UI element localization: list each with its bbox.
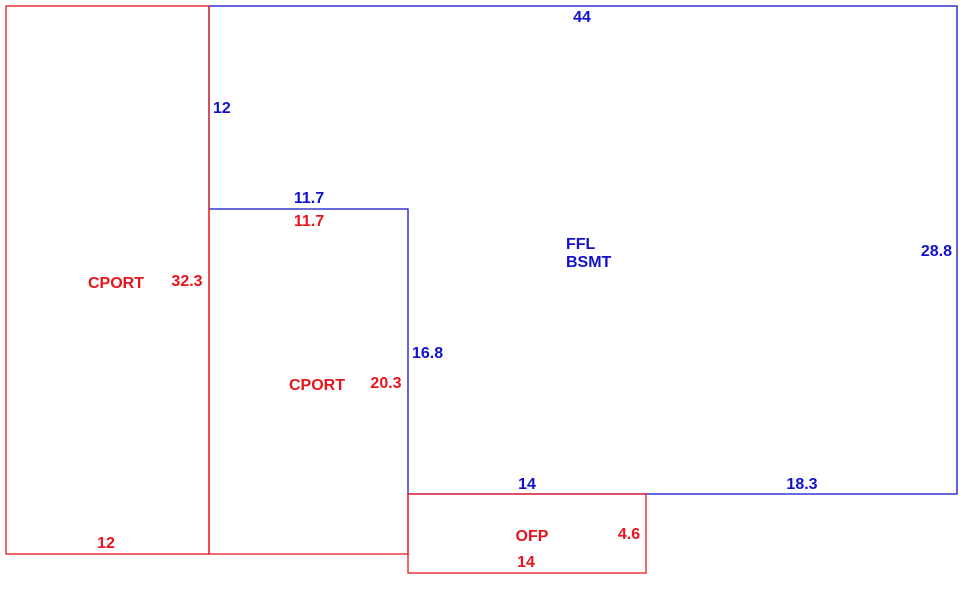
house-bottom-right-dimension: 18.3: [786, 476, 817, 493]
carport-left-name: CPORT: [88, 275, 144, 292]
carport-inner-height-dimension: 20.3: [370, 375, 401, 392]
house-inner-left-dimension: 16.8: [412, 345, 443, 362]
porch-depth-dimension: 4.6: [618, 526, 640, 543]
house-name-line1: FFL: [566, 236, 596, 253]
carport-left-bottom-dimension: 12: [97, 535, 115, 552]
house-left-upper-dimension: 12: [213, 100, 231, 117]
porch-outline: [407, 493, 647, 574]
house-inner-top-dimension: 11.7: [294, 190, 324, 207]
carport-inner-name: CPORT: [289, 377, 345, 394]
house-name-line2: BSMT: [566, 254, 612, 271]
house-bottom-left-dimension: 14: [518, 476, 536, 493]
house-right-dimension: 28.8: [921, 243, 952, 260]
house-top-dimension: 44: [573, 9, 591, 26]
carport-left-height-dimension: 32.3: [171, 273, 202, 290]
porch-name: OFP: [516, 528, 549, 545]
carport-inner-top-dimension: 11.7: [294, 213, 324, 230]
porch-bottom-dimension: 14: [517, 554, 535, 571]
